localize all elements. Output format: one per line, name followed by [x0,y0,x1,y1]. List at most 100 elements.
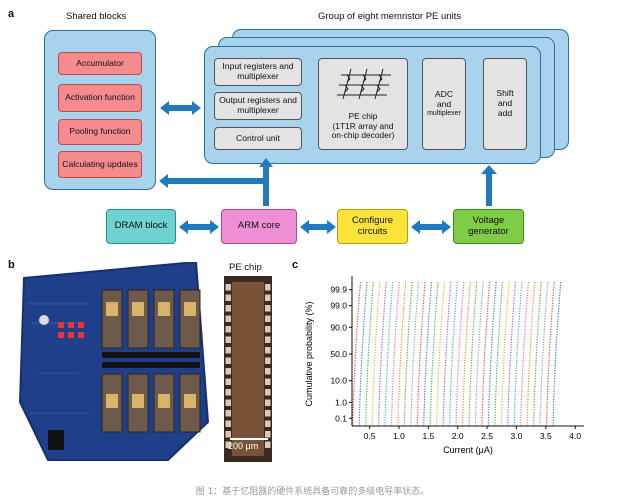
chip-pad [225,284,231,291]
chip-pad [225,326,231,333]
y-tick-label: 10.0 [330,376,347,386]
arm-core-block: ARM core [221,209,297,244]
arrow-shared-pe [160,101,201,115]
pe-chip-label-2: (1T1R array and [332,120,394,131]
adc-label-2: and [436,98,452,109]
crossbar-array-icon [337,68,391,100]
shift-label-1: Shift [496,88,514,99]
chip-pad [265,399,271,406]
arrow-voltage-pe [481,165,497,206]
chip-pad [265,378,271,385]
chip-pad [265,368,271,375]
series-line [539,281,549,427]
activation-function-block: Activation function [58,84,142,112]
chip-pad [265,357,271,364]
series-line [365,281,374,427]
pe-chip-label-3: on-chip decoder) [331,130,395,141]
chip-pad [225,305,231,312]
x-tick-label: 3.0 [511,431,523,441]
chip-pad [225,441,231,448]
input-registers-block: Input registers and multiplexer [214,58,302,86]
y-tick-label: 99.0 [330,301,347,311]
pe-chip-block: PE chip (1T1R array and on-chip decoder) [318,58,408,150]
chip-pad [225,399,231,406]
shift-label-3: add [497,107,513,118]
series-line [403,281,413,427]
series-line [494,281,504,427]
chip-pad [265,284,271,291]
chip-packages-bottom [101,373,201,433]
adc-block: ADC and multiplexer [422,58,466,150]
shift-label-2: and [497,98,513,109]
series-line [468,281,478,427]
y-tick-label: 1.0 [335,397,347,407]
configure-circuits-block: Configure circuits [337,209,408,244]
arrow-arm-configure [300,220,336,234]
chip-pad [265,389,271,396]
red-connectors [58,322,84,338]
chip-packages-top [101,289,201,349]
pe-group-title: Group of eight memristor PE units [318,11,462,22]
figure-caption: 图 1：基于忆阻器的硬件系统具备可靠的多级电导率状态。 [195,487,430,497]
chip-pad [225,368,231,375]
pooling-function-block: Pooling function [58,119,142,145]
series-line [481,281,491,427]
chip-pad [225,389,231,396]
chip-pad [225,315,231,322]
series-line [500,281,510,427]
accumulator-block: Accumulator [58,52,142,75]
chip-pad [265,420,271,427]
arrow-dram-arm [179,220,219,234]
series-line [377,281,387,427]
chip-pad [265,431,271,438]
series-line [507,281,517,427]
panel-a-letter: a [8,8,15,20]
series-line [449,281,458,427]
chip-pad [265,347,271,354]
y-tick-label: 90.0 [330,322,347,332]
output-registers-block: Output registers and multiplexer [214,92,302,120]
chip-pad [265,315,271,322]
chip-pad [265,441,271,448]
series-line [410,281,420,427]
shared-blocks-panel: Accumulator Activation function Pooling … [44,30,156,190]
series-line [487,281,497,426]
series-line [526,281,536,427]
series-line [474,281,484,427]
panel-a-arrows [159,101,497,234]
chip-pad [225,420,231,427]
series-line [371,281,381,427]
series-line [545,281,555,427]
series-line [533,281,542,427]
chip-pad [265,294,271,301]
y-axis-label: Cumulative probability (%) [304,301,314,406]
arrow-configure-voltage [411,220,451,234]
arrow-arm-shared [159,158,273,206]
series-line [513,281,523,427]
voltage-generator-block: Voltage generator [453,209,524,244]
pe-chip-photo [224,276,272,462]
pe-chip-label-1: PE chip [348,111,378,122]
dram-block: DRAM block [106,209,176,244]
series-line [423,281,433,427]
x-tick-label: 4.0 [569,431,581,441]
x-tick-label: 3.5 [540,431,552,441]
chip-pad [225,410,231,417]
chip-pad [265,410,271,417]
series-line [358,281,368,427]
shift-add-block: Shift and add [483,58,527,150]
x-tick-label: 1.5 [422,431,434,441]
series-line [455,281,465,427]
series-line [390,281,400,427]
y-tick-label: 99.9 [330,285,347,295]
calculating-updates-block: Calculating updates [58,151,142,178]
x-tick-label: 0.5 [364,431,376,441]
x-tick-label: 2.0 [452,431,464,441]
pe-unit-panel: Input registers and multiplexer Output r… [204,46,541,164]
scale-bar-label: 200 μm [228,441,259,451]
chip-pad [225,336,231,343]
series-line [397,281,407,427]
pe-chip-photo-label: PE chip [229,262,262,273]
y-tick-label: 0.1 [335,413,347,423]
